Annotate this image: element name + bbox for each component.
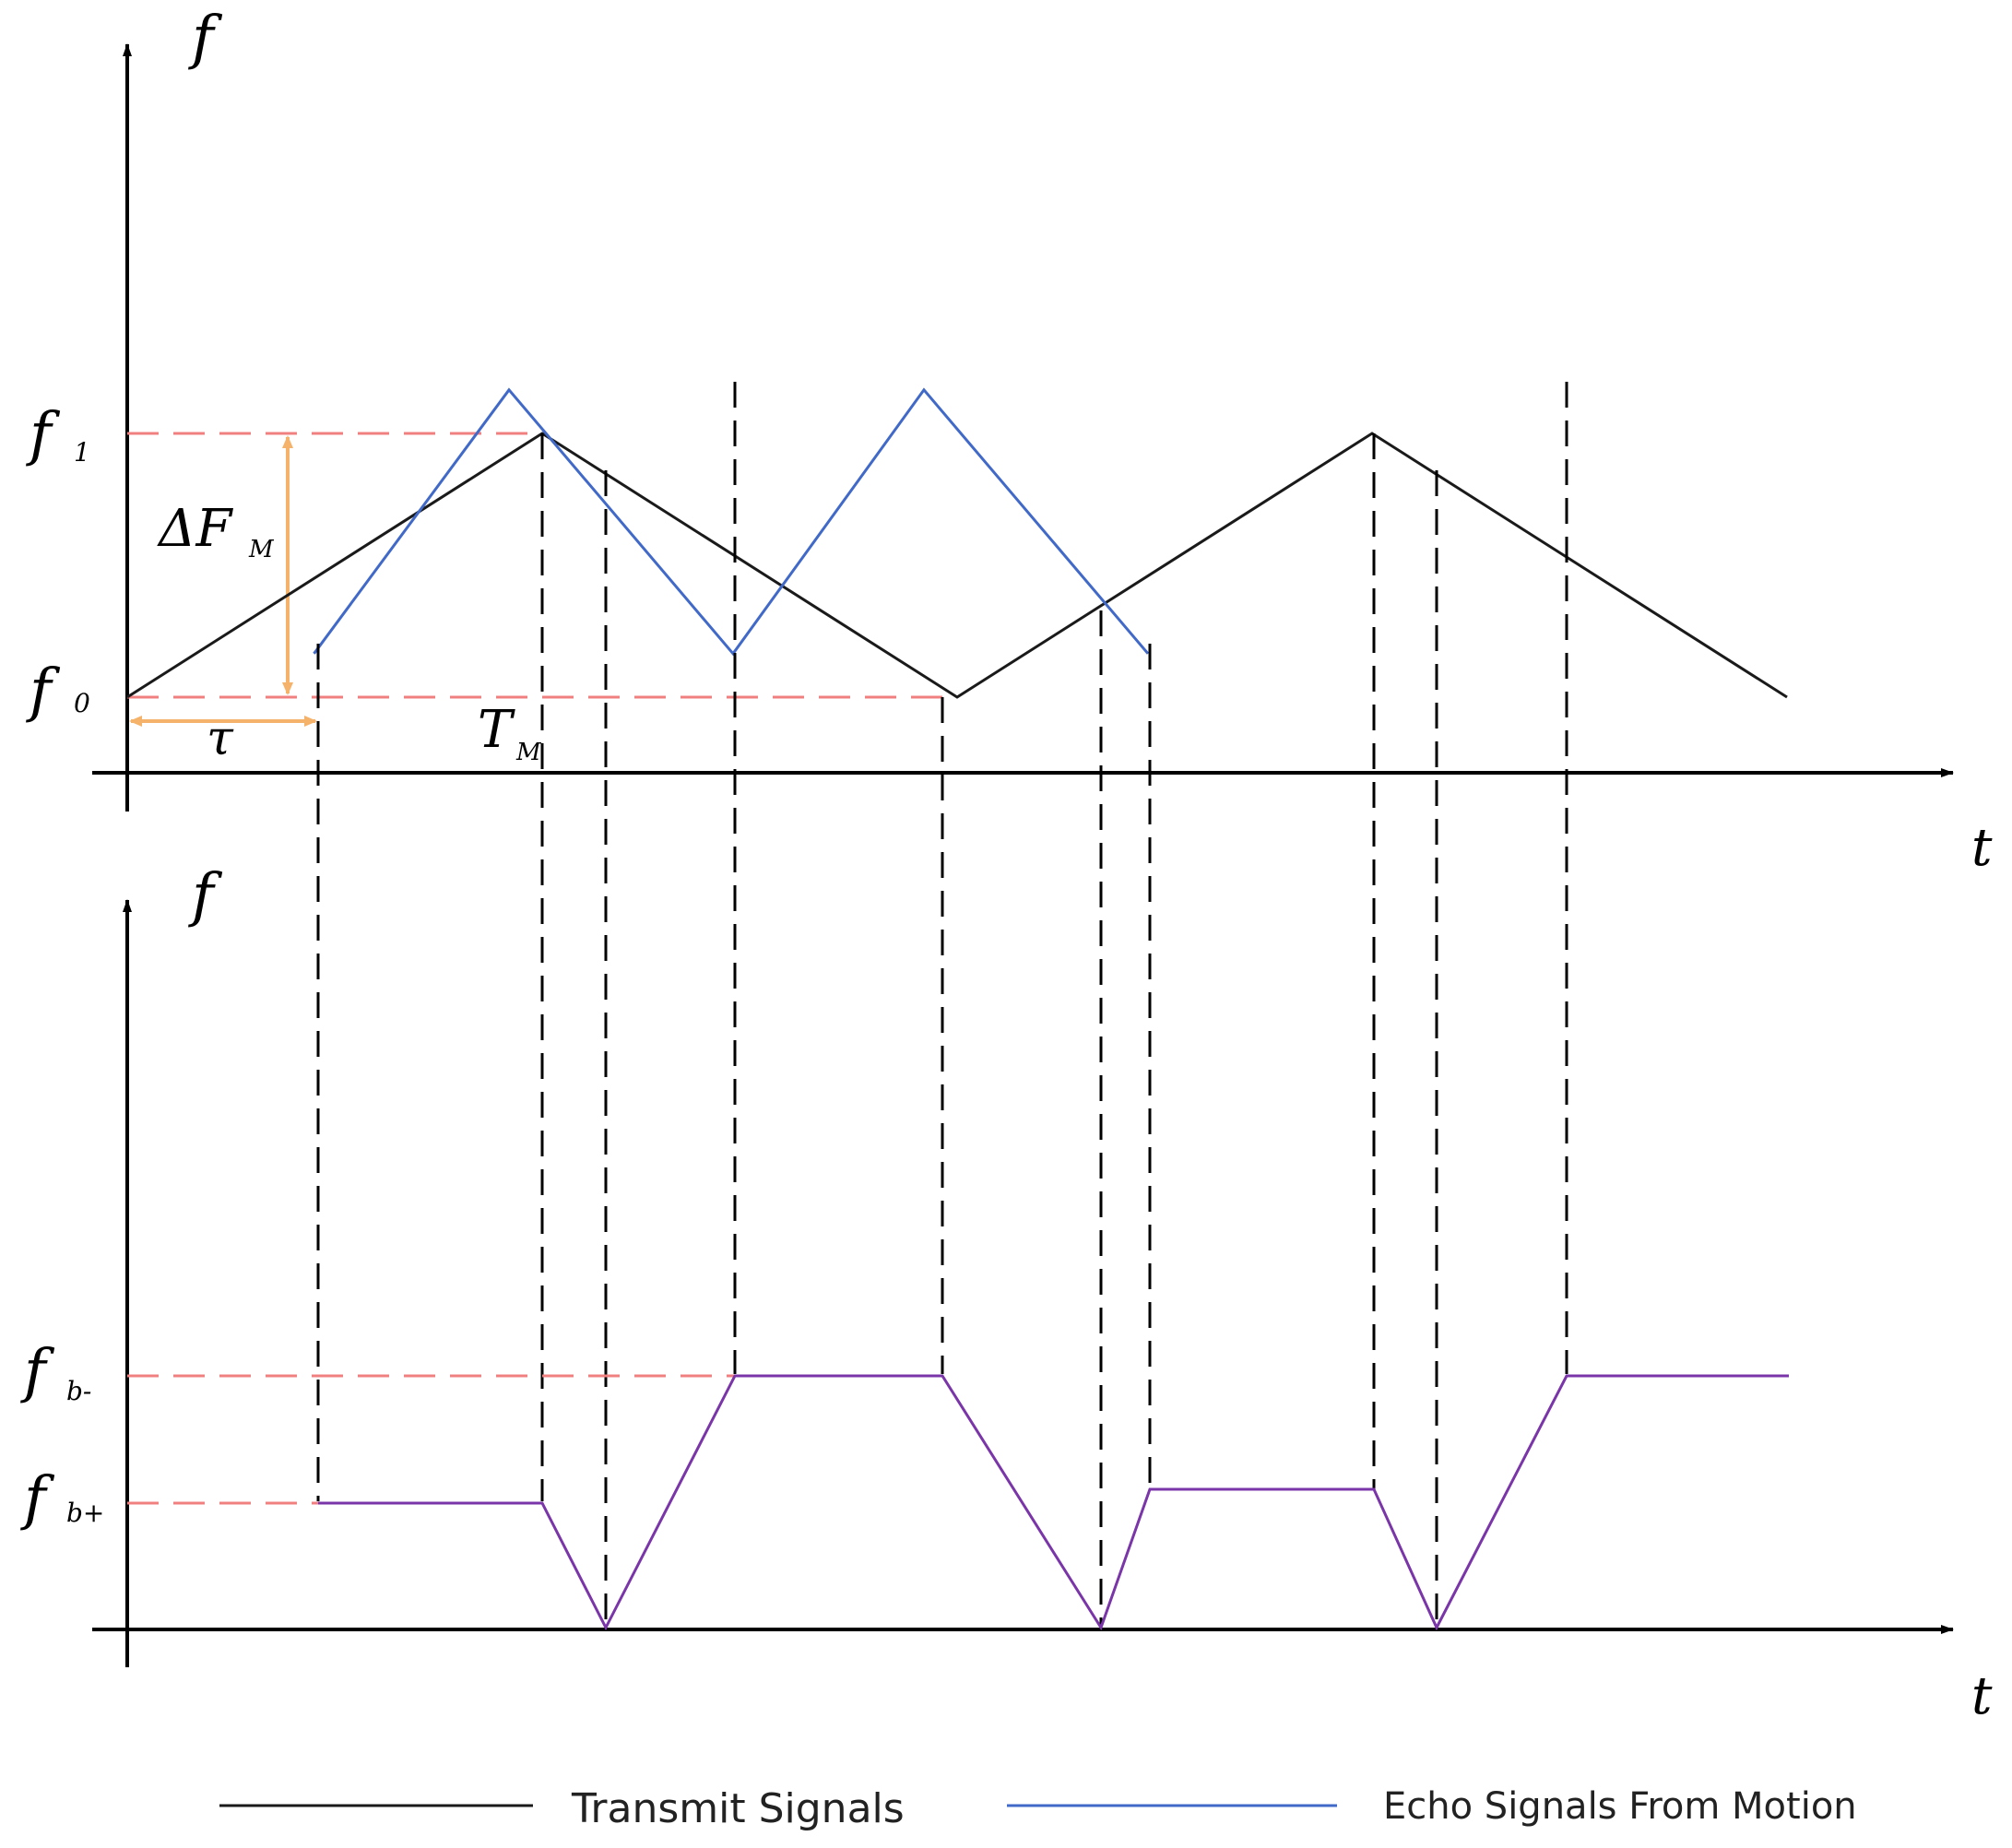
bottom-x-axis-label: t bbox=[1971, 1666, 1993, 1726]
bottom-y-axis-label: f bbox=[188, 861, 223, 930]
f0-subscript: 0 bbox=[74, 688, 90, 718]
delay-label: τ bbox=[207, 711, 234, 766]
f0-label: f bbox=[26, 657, 61, 725]
legend: Transmit Signals Echo Signals From Motio… bbox=[219, 1785, 1857, 1832]
top-plot: f t f 1 f 0 ΔF M τ T M bbox=[26, 4, 1993, 878]
top-x-axis-label: t bbox=[1971, 818, 1993, 878]
beat-frequency-line bbox=[318, 1374, 1789, 1631]
f1-subscript: 1 bbox=[74, 437, 90, 468]
legend-echo-label: Echo Signals From Motion bbox=[1383, 1785, 1857, 1828]
fb-plus-label: f bbox=[20, 1464, 55, 1533]
period-subscript: M bbox=[515, 739, 542, 766]
echo-signal-line bbox=[313, 387, 1150, 657]
fb-minus-label: f bbox=[20, 1337, 55, 1405]
period-label: T bbox=[478, 700, 515, 760]
transmit-signal-line bbox=[126, 432, 1788, 699]
legend-transmit-label: Transmit Signals bbox=[571, 1785, 905, 1832]
guide-lines bbox=[316, 382, 1568, 1628]
bandwidth-subscript: M bbox=[248, 536, 275, 563]
fb-plus-subscript: b+ bbox=[66, 1498, 104, 1528]
fb-minus-subscript: b- bbox=[66, 1376, 91, 1406]
bandwidth-label: ΔF bbox=[157, 499, 233, 559]
top-y-axis-label: f bbox=[188, 4, 223, 72]
f1-label: f bbox=[26, 400, 61, 468]
bottom-plot: f t f b- f b+ bbox=[20, 861, 1993, 1726]
